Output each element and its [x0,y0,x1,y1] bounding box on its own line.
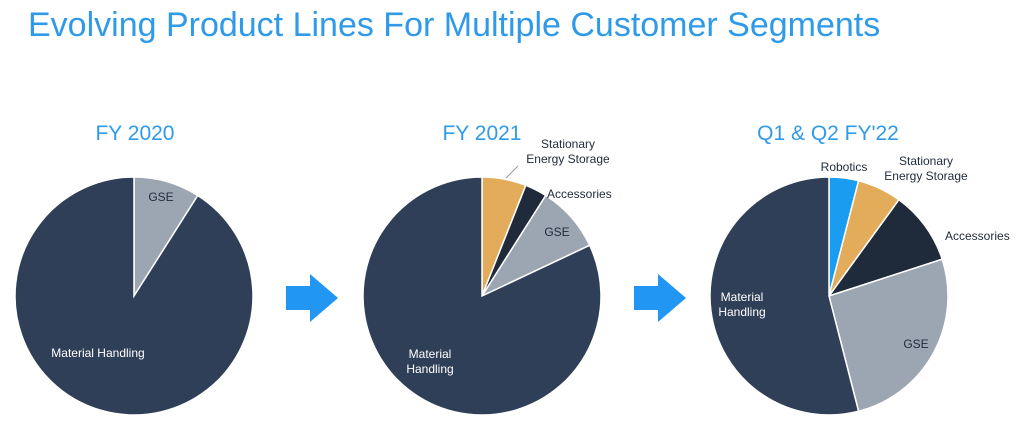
pie-slice-material-handling [362,176,602,416]
leader-line [505,165,519,179]
pie-chart-fy2020: GSE Material Handling [14,176,254,416]
chart-title-q1q2-fy22: Q1 & Q2 FY'22 [757,122,899,145]
slice-label-gse: GSE [903,337,928,351]
slice-label-gse: GSE [544,225,569,239]
pie-slice-material-handling [709,176,860,416]
slice-label-robotics: Robotics [821,160,868,174]
arrow-right-icon [286,274,338,322]
slice-label-accessories: Accessories [547,187,612,201]
slice-label-gse: GSE [148,190,173,204]
pie-slice-accessories [827,198,944,298]
slice-label-material-handling: Material Handling [51,346,144,360]
chart-title-fy2021: FY 2021 [442,122,522,145]
slice-label-accessories: Accessories [945,229,1010,243]
arrow-right-icon [634,274,686,322]
chart-title-fy2020: FY 2020 [95,122,175,145]
page-title: Evolving Product Lines For Multiple Cust… [28,6,881,44]
pie-slice-gse [828,258,949,413]
pie-slice-material-handling [14,176,254,416]
